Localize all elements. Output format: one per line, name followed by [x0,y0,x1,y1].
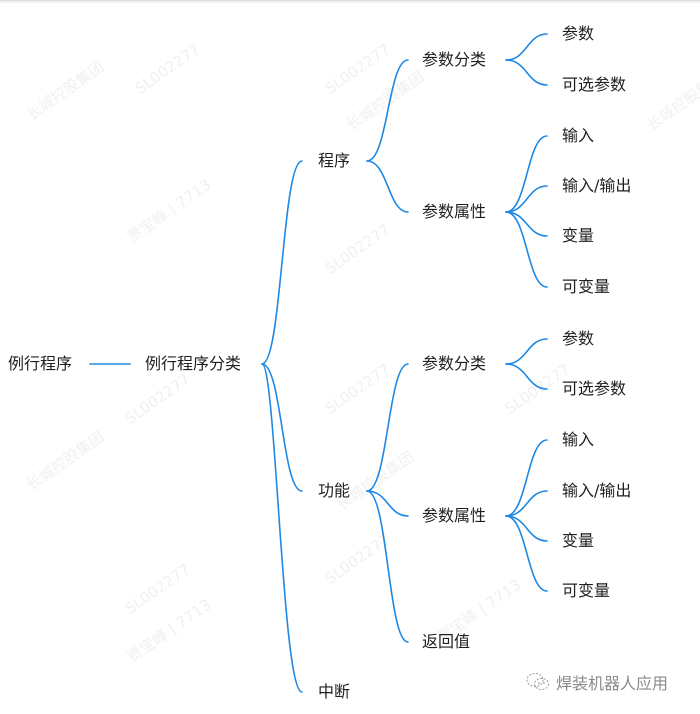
wechat-icon [526,672,550,692]
node-root: 例行程序 [8,354,73,373]
node-leaf: 输入 [562,126,595,145]
node-leaf: 可变量 [562,581,611,600]
top-border [0,0,700,3]
node-interrupt: 中断 [318,682,351,701]
node-leaf: 可选参数 [562,379,627,398]
node-leaf: 可变量 [562,277,611,296]
node-leaf: 参数 [562,329,595,348]
node-program-param-category: 参数分类 [422,50,487,69]
node-leaf: 可选参数 [562,75,627,94]
node-function-param-attribute: 参数属性 [422,506,487,525]
node-function-return-value: 返回值 [422,632,471,651]
node-leaf: 变量 [562,531,595,550]
brand-watermark: 焊装机器人应用 [526,670,668,694]
node-leaf: 变量 [562,226,595,245]
brand-label: 焊装机器人应用 [556,674,669,693]
node-function-param-category: 参数分类 [422,354,487,373]
node-leaf: 输入/输出 [562,176,632,195]
node-leaf: 输入 [562,430,595,449]
node-function: 功能 [318,481,351,500]
node-routine-classification: 例行程序分类 [145,354,242,373]
node-leaf: 输入/输出 [562,481,632,500]
node-program: 程序 [318,151,351,170]
node-leaf: 参数 [562,24,595,43]
node-program-param-attribute: 参数属性 [422,202,487,221]
